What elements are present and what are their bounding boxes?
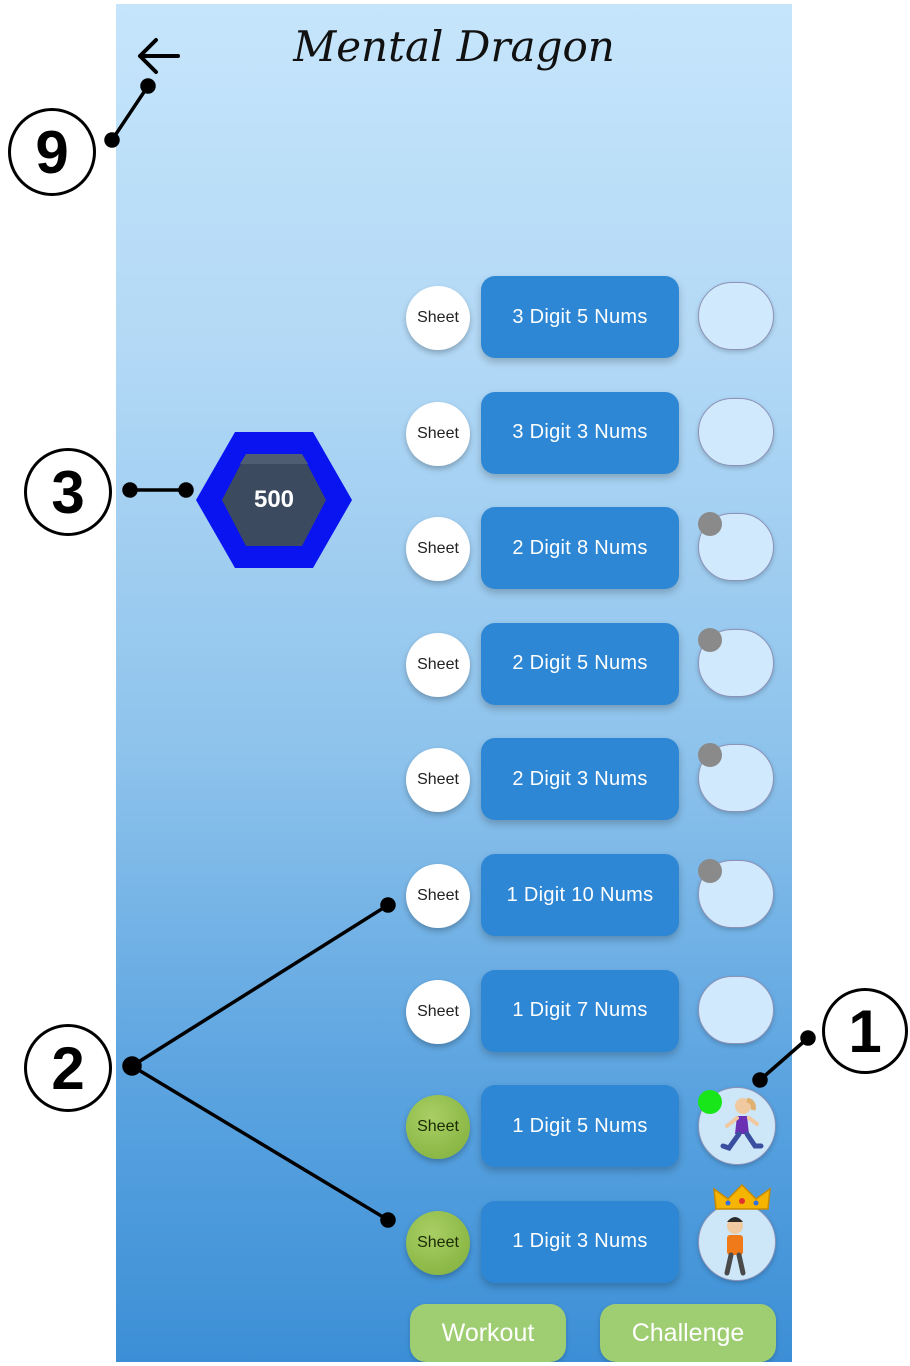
sheet-button[interactable]: Sheet bbox=[406, 632, 470, 697]
app-title: Mental Dragon bbox=[293, 22, 615, 71]
score-value: 500 bbox=[253, 486, 295, 513]
level-button[interactable]: 3 Digit 3 Nums bbox=[481, 391, 679, 474]
callout-3: 3 bbox=[24, 448, 112, 536]
level-button[interactable]: 1 Digit 3 Nums bbox=[481, 1200, 679, 1283]
inactive-indicator-dot bbox=[698, 512, 722, 537]
sheet-button[interactable]: Sheet bbox=[406, 979, 470, 1044]
level-button[interactable]: 1 Digit 5 Nums bbox=[481, 1085, 679, 1168]
score-hexagon-icon bbox=[196, 432, 352, 568]
inactive-indicator-dot bbox=[698, 627, 722, 652]
sheet-button[interactable]: Sheet bbox=[406, 748, 470, 813]
sheet-button[interactable]: Sheet bbox=[406, 864, 470, 928]
sheet-button[interactable]: Sheet bbox=[406, 1210, 470, 1275]
workout-button[interactable]: Workout bbox=[410, 1304, 566, 1362]
level-status-toggle bbox=[698, 397, 774, 466]
level-button[interactable]: 2 Digit 3 Nums bbox=[481, 738, 679, 821]
callout-9: 9 bbox=[8, 108, 96, 196]
challenge-button[interactable]: Challenge bbox=[600, 1304, 776, 1362]
sheet-button[interactable]: Sheet bbox=[406, 1095, 470, 1160]
sheet-button[interactable]: Sheet bbox=[406, 401, 470, 466]
callout-2: 2 bbox=[24, 1024, 112, 1112]
callout-1: 1 bbox=[822, 988, 908, 1074]
sheet-button[interactable]: Sheet bbox=[406, 517, 470, 582]
level-status-toggle bbox=[698, 282, 774, 350]
level-button[interactable]: 2 Digit 5 Nums bbox=[481, 622, 679, 705]
level-status-toggle bbox=[698, 975, 774, 1044]
active-indicator-dot bbox=[698, 1090, 722, 1115]
crown-icon bbox=[712, 1183, 772, 1213]
level-button[interactable]: 3 Digit 5 Nums bbox=[481, 276, 679, 358]
level-button[interactable]: 1 Digit 10 Nums bbox=[481, 854, 679, 936]
crowned-avatar-icon bbox=[698, 1202, 776, 1281]
level-button[interactable]: 2 Digit 8 Nums bbox=[481, 507, 679, 590]
sheet-button[interactable]: Sheet bbox=[406, 286, 470, 350]
level-button[interactable]: 1 Digit 7 Nums bbox=[481, 969, 679, 1052]
inactive-indicator-dot bbox=[698, 743, 722, 768]
back-arrow-icon[interactable] bbox=[130, 34, 186, 82]
inactive-indicator-dot bbox=[698, 859, 722, 883]
